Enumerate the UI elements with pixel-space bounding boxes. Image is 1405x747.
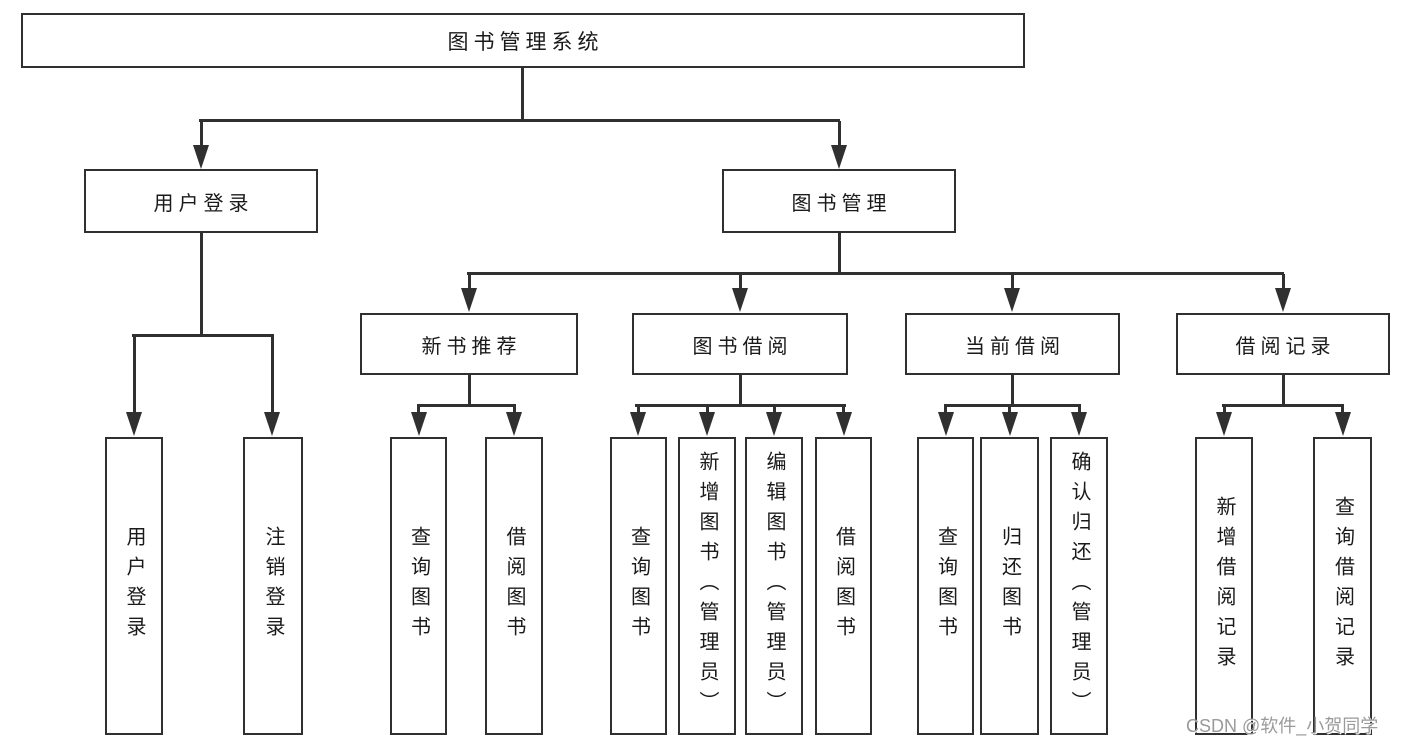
connector-line xyxy=(417,406,420,415)
arrowhead-icon xyxy=(193,145,209,169)
connector-line xyxy=(521,68,524,122)
leaf-borrow-books-borrowing: 借阅图书 xyxy=(815,437,872,735)
arrowhead-icon xyxy=(699,412,715,436)
leaf-query-books-recommend: 查询图书 xyxy=(390,437,447,735)
node-label: 图书管理 xyxy=(791,192,892,215)
node-new-book-recommendation: 新书推荐 xyxy=(360,313,578,375)
arrowhead-icon xyxy=(766,412,782,436)
node-book-management: 图书管理 xyxy=(722,169,956,233)
node-label: 用户登录 xyxy=(153,192,254,215)
arrowhead-icon xyxy=(126,412,142,436)
arrowhead-icon xyxy=(938,412,954,436)
connector-line xyxy=(706,406,709,415)
arrowhead-icon xyxy=(1335,412,1351,436)
leaf-query-books-borrowing: 查询图书 xyxy=(610,437,667,735)
connector-line xyxy=(635,404,846,407)
connector-line xyxy=(1282,274,1285,292)
connector-line xyxy=(773,406,776,415)
leaf-query-books-current: 查询图书 xyxy=(917,437,974,735)
leaf-query-borrow-record: 查询借阅记录 xyxy=(1313,437,1372,735)
watermark-text: CSDN @软件_小贺同学 xyxy=(1186,716,1379,736)
arrowhead-icon xyxy=(630,412,646,436)
node-current-borrowing: 当前借阅 xyxy=(905,313,1120,375)
connector-line xyxy=(838,121,841,148)
connector-line xyxy=(467,272,1284,275)
node-book-borrowing: 图书借阅 xyxy=(632,313,848,375)
leaf-user-login: 用户登录 xyxy=(105,437,163,735)
connector-line xyxy=(271,336,274,416)
node-label: 图书管理系统 xyxy=(447,30,604,54)
connector-line xyxy=(1011,375,1014,406)
connector-line xyxy=(1078,406,1081,415)
arrowhead-icon xyxy=(506,412,522,436)
connector-line xyxy=(1011,274,1014,292)
arrowhead-icon xyxy=(1004,288,1020,312)
node-library-management-system: 图书管理系统 xyxy=(21,13,1025,68)
leaf-label: 借阅图书 xyxy=(503,526,525,646)
leaf-label: 新增借阅记录 xyxy=(1213,496,1235,676)
leaf-label: 编辑图书（管理员） xyxy=(763,451,785,721)
arrowhead-icon xyxy=(1002,412,1018,436)
leaf-borrow-books-recommend: 借阅图书 xyxy=(485,437,543,735)
leaf-label: 归还图书 xyxy=(998,526,1021,646)
connector-line xyxy=(468,375,471,406)
connector-line xyxy=(468,274,471,292)
connector-line xyxy=(1282,375,1285,406)
node-label: 借阅记录 xyxy=(1235,335,1336,358)
arrowhead-icon xyxy=(1071,412,1087,436)
leaf-label: 查询图书 xyxy=(934,526,957,646)
connector-line xyxy=(739,375,742,406)
node-borrowing-records: 借阅记录 xyxy=(1176,313,1390,375)
arrowhead-icon xyxy=(836,412,852,436)
leaf-return-books: 归还图书 xyxy=(980,437,1039,735)
arrowhead-icon xyxy=(461,288,477,312)
connector-line xyxy=(637,406,640,415)
leaf-edit-books-admin: 编辑图书（管理员） xyxy=(745,437,803,735)
arrowhead-icon xyxy=(264,412,280,436)
leaf-add-books-admin: 新增图书（管理员） xyxy=(678,437,736,735)
connector-line xyxy=(1008,406,1011,415)
connector-line xyxy=(838,233,841,275)
leaf-label: 查询借阅记录 xyxy=(1331,496,1354,676)
connector-line xyxy=(513,406,516,415)
connector-line xyxy=(133,336,136,416)
connector-line xyxy=(417,404,516,407)
node-label: 图书借阅 xyxy=(692,335,793,358)
leaf-add-borrow-record: 新增借阅记录 xyxy=(1195,437,1253,735)
connector-line xyxy=(944,404,1081,407)
arrowhead-icon xyxy=(1275,288,1291,312)
connector-line xyxy=(1223,406,1226,415)
connector-line xyxy=(739,274,742,292)
connector-line xyxy=(200,121,203,148)
leaf-logout-login: 注销登录 xyxy=(243,437,303,735)
leaf-label: 查询图书 xyxy=(407,526,430,646)
node-label: 新书推荐 xyxy=(421,335,522,358)
leaf-confirm-return-admin: 确认归还（管理员） xyxy=(1050,437,1108,735)
node-user-login: 用户登录 xyxy=(84,169,318,233)
leaf-label: 新增图书（管理员） xyxy=(696,451,718,721)
arrowhead-icon xyxy=(732,288,748,312)
connector-line xyxy=(200,233,203,337)
leaf-label: 确认归还（管理员） xyxy=(1068,451,1090,721)
leaf-label: 注销登录 xyxy=(262,526,284,646)
leaf-label: 查询图书 xyxy=(627,526,650,646)
arrowhead-icon xyxy=(411,412,427,436)
arrowhead-icon xyxy=(1216,412,1232,436)
connector-line xyxy=(1341,406,1344,415)
leaf-label: 借阅图书 xyxy=(832,526,855,646)
connector-line xyxy=(1222,404,1344,407)
connector-line xyxy=(842,406,845,415)
leaf-label: 用户登录 xyxy=(123,526,145,646)
arrowhead-icon xyxy=(831,145,847,169)
connector-line xyxy=(132,334,274,337)
connector-line xyxy=(944,406,947,415)
node-label: 当前借阅 xyxy=(965,335,1065,358)
connector-line xyxy=(199,119,840,122)
